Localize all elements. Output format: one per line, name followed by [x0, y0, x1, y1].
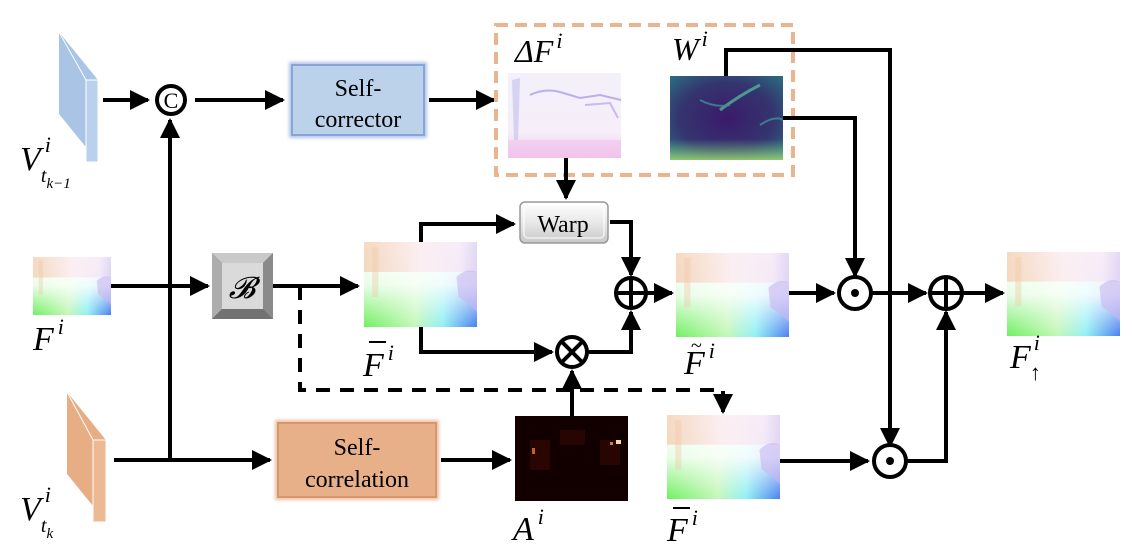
feature-slab-curr	[66, 391, 107, 523]
hadamard-operator-1	[837, 275, 873, 311]
edge-hadamard-bottom-add-final	[906, 310, 956, 463]
svg-text:~: ~	[691, 335, 702, 357]
edge-warp-add	[610, 220, 641, 277]
warp-module: Warp	[519, 201, 609, 244]
output-group-box	[494, 23, 795, 177]
a-map	[515, 416, 628, 501]
svg-text:Fi: Fi	[362, 340, 394, 384]
concat-operator: C	[155, 84, 187, 116]
f-input-map	[33, 257, 111, 315]
self-corrector-module: Self- corrector	[289, 62, 427, 138]
self-correlation-line2: correlation	[305, 467, 409, 493]
hadamard-operator-2	[872, 443, 908, 479]
add-operator-final	[928, 275, 964, 311]
delta-f-map	[508, 73, 622, 158]
svg-text:Fi: Fi	[683, 338, 715, 382]
edge-multiply-add	[587, 310, 641, 354]
b-operator: 𝓑	[212, 253, 273, 319]
feature-slab-prev	[58, 31, 99, 163]
w-map	[670, 76, 784, 160]
self-corrector-line1: Self-	[335, 76, 382, 102]
edge-fbar-multiply	[419, 327, 554, 362]
f-up-map	[1007, 252, 1120, 336]
f-bar-bottom-map	[667, 415, 780, 499]
edge-w-to-bottom-hadamard	[724, 48, 892, 448]
concat-symbol: C	[164, 88, 179, 113]
f-bar-top-map	[364, 242, 477, 327]
warp-label: Warp	[537, 212, 588, 238]
edge-fbar-warp	[419, 214, 516, 242]
svg-text:Fi: Fi	[666, 505, 698, 549]
f-tilde-map	[676, 253, 789, 337]
self-corrector-line2: corrector	[315, 107, 402, 133]
self-correlation-line1: Self-	[334, 435, 381, 461]
add-operator-1	[614, 276, 648, 310]
self-correlation-module: Self- correlation	[275, 420, 439, 500]
edge-w-to-top-hadamard	[783, 116, 865, 278]
multiply-operator	[555, 335, 589, 369]
